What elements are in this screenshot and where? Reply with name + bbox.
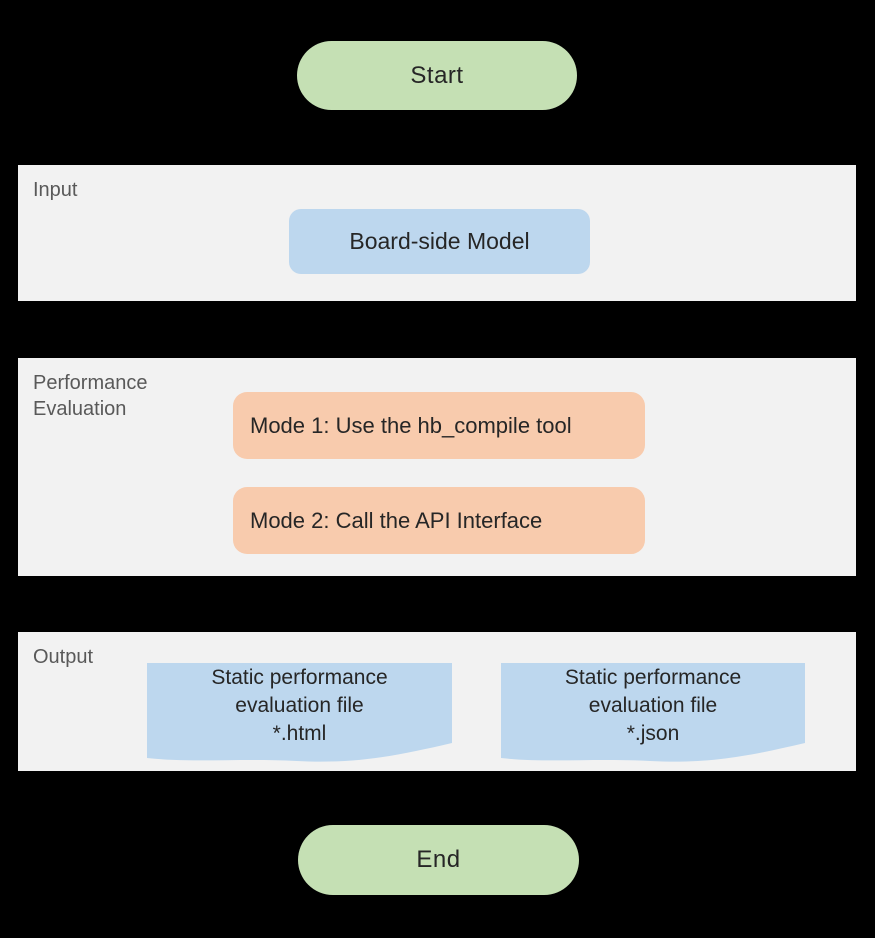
output-section: Output Static performance evaluation fil… xyxy=(18,632,856,771)
mode1-node-label: Mode 1: Use the hb_compile tool xyxy=(250,412,572,438)
board-side-model-node: Board-side Model xyxy=(289,209,590,274)
document-shape-icon xyxy=(501,663,805,762)
mode2-node: Mode 2: Call the API Interface xyxy=(233,487,645,554)
input-section: Input Board-side Model xyxy=(18,165,856,301)
performance-evaluation-section: Performance Evaluation Mode 1: Use the h… xyxy=(18,358,856,576)
input-section-label: Input xyxy=(33,179,78,201)
html-output-line3: *.html xyxy=(272,722,327,745)
mode1-node: Mode 1: Use the hb_compile tool xyxy=(233,392,645,459)
html-output-document-node: Static performance evaluation file *.htm… xyxy=(147,663,452,763)
performance-evaluation-section-label: Performance Evaluation xyxy=(33,372,148,420)
document-shape-icon xyxy=(147,663,452,762)
mode2-node-label: Mode 2: Call the API Interface xyxy=(250,507,543,533)
start-node: Start xyxy=(297,41,577,110)
json-output-line1: Static performance xyxy=(564,666,742,689)
end-node-label: End xyxy=(416,846,461,873)
html-output-line2: evaluation file xyxy=(235,694,364,717)
json-output-line3: *.json xyxy=(626,722,680,745)
start-node-label: Start xyxy=(410,61,464,89)
json-output-line2: evaluation file xyxy=(588,694,718,717)
html-output-line1: Static performance xyxy=(211,666,388,689)
output-section-label: Output xyxy=(33,646,94,668)
json-output-document-text: Static performance evaluation file *.jso… xyxy=(501,663,805,748)
json-output-document-node: Static performance evaluation file *.jso… xyxy=(501,663,805,763)
end-node: End xyxy=(298,825,579,895)
board-side-model-label: Board-side Model xyxy=(349,228,530,254)
html-output-document-text: Static performance evaluation file *.htm… xyxy=(147,663,452,748)
